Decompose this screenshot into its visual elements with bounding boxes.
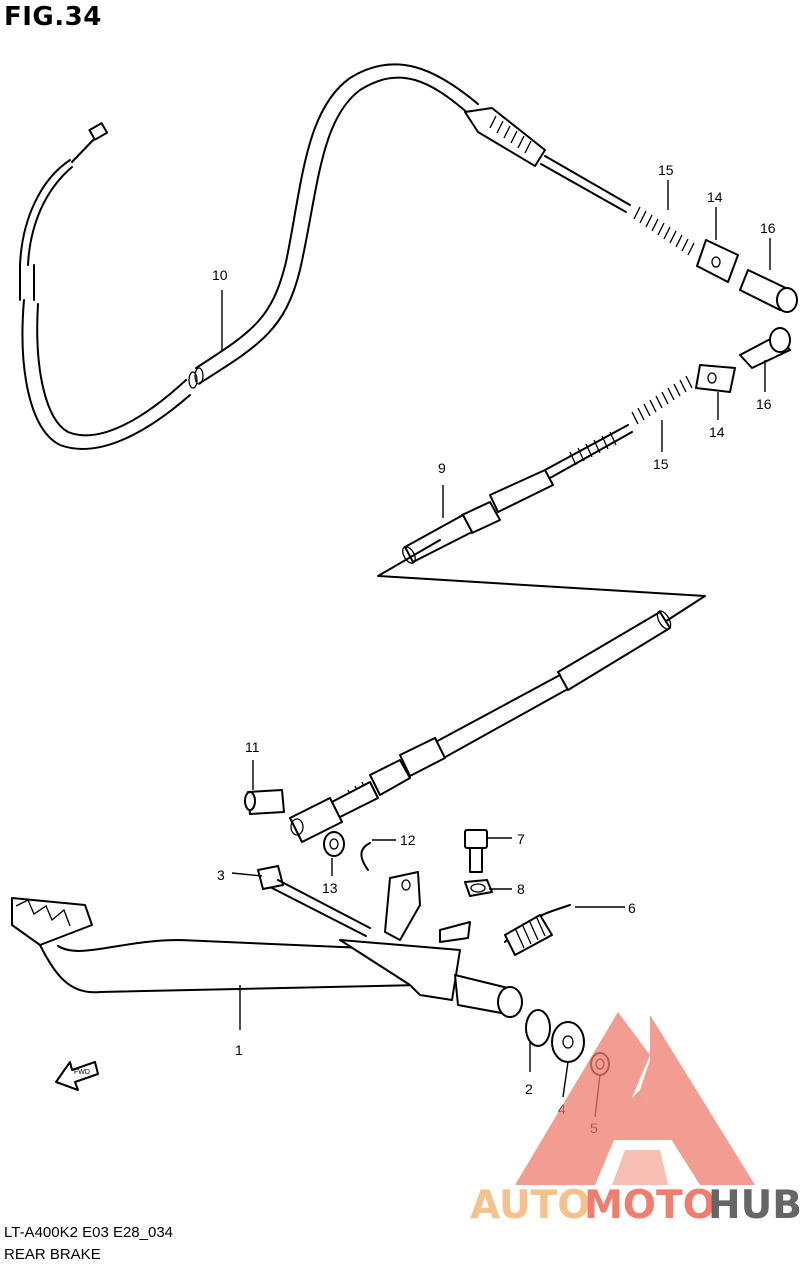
figure-title: FIG.34	[4, 2, 102, 32]
return-spring-6	[504, 904, 571, 956]
middle-thread	[569, 431, 617, 466]
middle-brake-cable	[402, 327, 791, 564]
model-code: LT-A400K2 E03 E28_034	[4, 1224, 174, 1241]
spring-15-upper	[633, 206, 695, 256]
cable-break-line	[377, 539, 706, 626]
callout-11: 11	[245, 739, 260, 755]
pivot-bolt-3	[257, 865, 371, 937]
upper-thread	[489, 115, 532, 154]
clevis-pin-11	[244, 789, 285, 815]
callout-13: 13	[322, 880, 338, 896]
figure-footer: LT-A400K2 E03 E28_034 REAR BRAKE	[4, 1222, 173, 1266]
washer-13	[323, 831, 345, 857]
upper-brake-cable	[19, 63, 798, 450]
callout-10: 10	[212, 267, 228, 283]
callout-1: 1	[235, 1042, 243, 1058]
callout-16-lower: 16	[756, 396, 772, 412]
callout-16-upper: 16	[760, 220, 776, 236]
callout-8: 8	[517, 881, 525, 897]
callout-4: 4	[558, 1101, 566, 1117]
callout-5: 5	[590, 1120, 598, 1136]
callout-12: 12	[400, 832, 416, 848]
callout-14-lower: 14	[709, 424, 725, 440]
washer-4	[551, 1021, 585, 1063]
spring-15-lower	[631, 375, 693, 425]
callout-9: 9	[438, 460, 446, 476]
callout-2: 2	[525, 1081, 533, 1097]
brake-pedal-1	[11, 871, 523, 1018]
circlip-2	[525, 1009, 551, 1047]
bolt-7	[464, 829, 488, 873]
cap-5	[590, 1052, 610, 1076]
section-title: REAR BRAKE	[4, 1246, 101, 1263]
nut-8	[464, 879, 493, 897]
callout-7: 7	[517, 831, 525, 847]
fwd-label: FWD	[74, 1069, 90, 1076]
callout-14-upper: 14	[707, 189, 723, 205]
callout-leaders	[221, 180, 771, 1118]
callout-6: 6	[628, 900, 636, 916]
callout-3: 3	[217, 867, 225, 883]
cotter-pin-12	[360, 842, 371, 871]
callout-15-upper: 15	[658, 162, 674, 178]
forward-direction-arrow: FWD	[55, 1061, 99, 1091]
callout-15-lower: 15	[653, 456, 669, 472]
lower-brake-cable	[289, 610, 672, 843]
